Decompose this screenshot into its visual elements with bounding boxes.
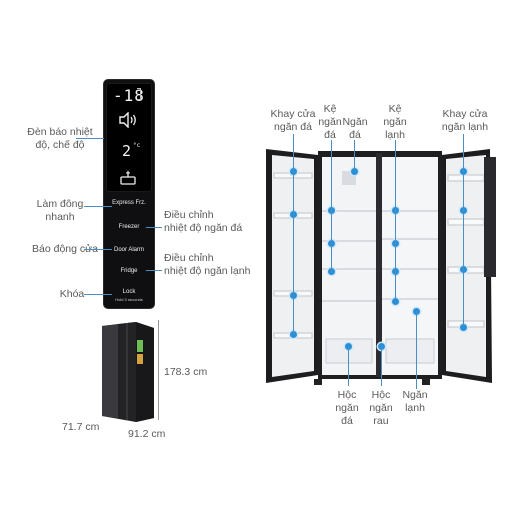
leader-line [293, 134, 294, 334]
freezer-temp-readout: -18 [113, 86, 145, 105]
freezer-temp-button[interactable]: Freezer [118, 224, 140, 230]
fast-freeze-leader [84, 206, 112, 207]
leader-line [463, 134, 464, 327]
display-bracket [137, 88, 141, 100]
freezer-adjust-leader [146, 227, 162, 228]
fridge-adjust-label: Điều chỉnh nhiệt độ ngăn lạnh [164, 252, 251, 277]
express-freeze-button[interactable]: Express Frz. [112, 200, 146, 206]
lock-button[interactable]: Lock [122, 289, 136, 295]
fridge-temp-readout: 2 [122, 142, 132, 160]
indicator-label-text: Đèn báo nhiệt độ, chế độ [27, 126, 93, 151]
fridge-thumbnail [102, 322, 154, 422]
fridge-shelf-label: Kệ ngăn lạnh [383, 103, 407, 141]
leader-line [395, 140, 396, 300]
leader-line [381, 346, 382, 386]
marker-dot [392, 298, 399, 305]
width-dimension: 91.2 cm [128, 428, 166, 440]
fridge-compartment-label: Ngăn lạnh [402, 389, 428, 414]
door-alarm-label: Báo động cửa [32, 243, 98, 255]
indicator-label: Đèn báo nhiệt độ, chế độ [14, 126, 106, 152]
water-filter-icon [120, 171, 136, 185]
lock-label: Khóa [59, 288, 85, 300]
depth-dimension: 71.7 cm [62, 421, 100, 433]
freezer-drawer-label: Hộc ngăn đá [335, 389, 359, 427]
fast-freeze-label: Làm đông nhanh [36, 198, 84, 223]
indicator-leader [76, 138, 104, 139]
door-alarm-button[interactable]: Door Alarm [113, 247, 144, 253]
height-dimension: 178.3 cm [164, 366, 208, 378]
freezer-shelf-label: Kệ ngăn đá [318, 103, 342, 141]
fridge-adjust-leader [146, 270, 162, 271]
lock-hold-hint: Hold 3 seconds [115, 297, 143, 302]
fridge-door-tray-label: Khay cửa ngăn lạnh [441, 108, 489, 133]
freezer-adjust-label: Điều chỉnh nhiệt độ ngăn đá [164, 209, 243, 234]
door-alarm-leader [84, 249, 112, 250]
leader-line [331, 140, 332, 272]
freezer-door-tray-label: Khay cửa ngăn đá [270, 108, 316, 133]
volume-icon [119, 112, 136, 128]
leader-line [416, 311, 417, 389]
marker-dot [290, 331, 297, 338]
lock-leader [84, 294, 112, 295]
height-dimension-line [158, 320, 159, 420]
marker-dot [460, 324, 467, 331]
leader-line [354, 140, 355, 170]
vegetable-drawer-label: Hộc ngăn rau [369, 389, 393, 427]
leader-line [348, 346, 349, 386]
temp-unit: °c [133, 142, 141, 149]
fridge-temp-button[interactable]: Fridge [120, 268, 138, 274]
marker-dot [351, 168, 358, 175]
freezer-compartment-label: Ngăn đá [342, 116, 368, 141]
